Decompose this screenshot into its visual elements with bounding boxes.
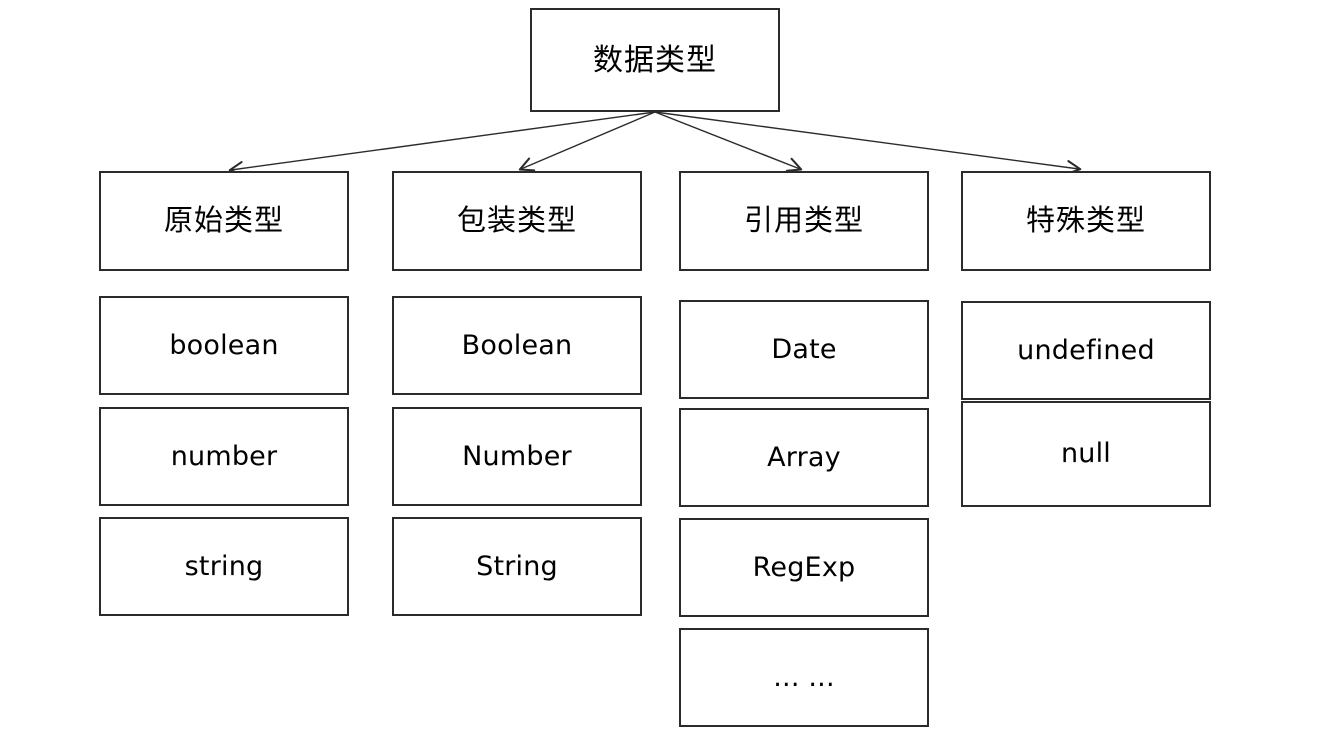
- node-leaf-number-primitive[interactable]: number: [99, 407, 349, 506]
- node-leaf-label: string: [184, 550, 264, 582]
- node-leaf-label: ... ...: [773, 661, 835, 693]
- node-leaf-undefined[interactable]: undefined: [961, 301, 1211, 400]
- node-leaf-label: Number: [462, 440, 572, 472]
- node-leaf-label: undefined: [1017, 334, 1155, 366]
- node-leaf-label: boolean: [169, 329, 279, 361]
- node-category-wrapper[interactable]: 包装类型: [392, 171, 642, 271]
- node-leaf-label: Date: [771, 333, 837, 365]
- node-leaf-date[interactable]: Date: [679, 300, 929, 399]
- edge-to-special: [654, 111, 1082, 175]
- node-leaf-label: String: [476, 550, 558, 582]
- node-root-label: 数据类型: [593, 42, 717, 78]
- edge-to-wrapper: [518, 111, 656, 172]
- node-leaf-string-primitive[interactable]: string: [99, 517, 349, 616]
- node-leaf-ellipsis[interactable]: ... ...: [679, 628, 929, 727]
- node-category-special[interactable]: 特殊类型: [961, 171, 1211, 271]
- node-leaf-label: Boolean: [461, 329, 573, 361]
- node-category-primitive-label: 原始类型: [163, 203, 284, 238]
- node-leaf-boolean-primitive[interactable]: boolean: [99, 296, 349, 395]
- node-category-special-label: 特殊类型: [1025, 203, 1146, 238]
- node-leaf-boolean-wrapper[interactable]: Boolean: [392, 296, 642, 395]
- edge-to-primitive: [228, 111, 656, 176]
- edge-to-reference: [654, 111, 803, 172]
- node-leaf-number-wrapper[interactable]: Number: [392, 407, 642, 506]
- node-category-wrapper-label: 包装类型: [456, 203, 577, 238]
- node-leaf-label: Array: [767, 441, 841, 473]
- node-category-primitive[interactable]: 原始类型: [99, 171, 349, 271]
- node-leaf-regexp[interactable]: RegExp: [679, 518, 929, 617]
- node-category-reference[interactable]: 引用类型: [679, 171, 929, 271]
- node-leaf-null[interactable]: null: [961, 401, 1211, 507]
- node-leaf-string-wrapper[interactable]: String: [392, 517, 642, 616]
- node-leaf-label: number: [170, 440, 278, 472]
- node-leaf-label: RegExp: [752, 551, 856, 583]
- node-leaf-array[interactable]: Array: [679, 408, 929, 507]
- node-root[interactable]: 数据类型: [530, 8, 780, 112]
- node-category-reference-label: 引用类型: [743, 203, 864, 238]
- node-leaf-label: null: [1060, 438, 1112, 470]
